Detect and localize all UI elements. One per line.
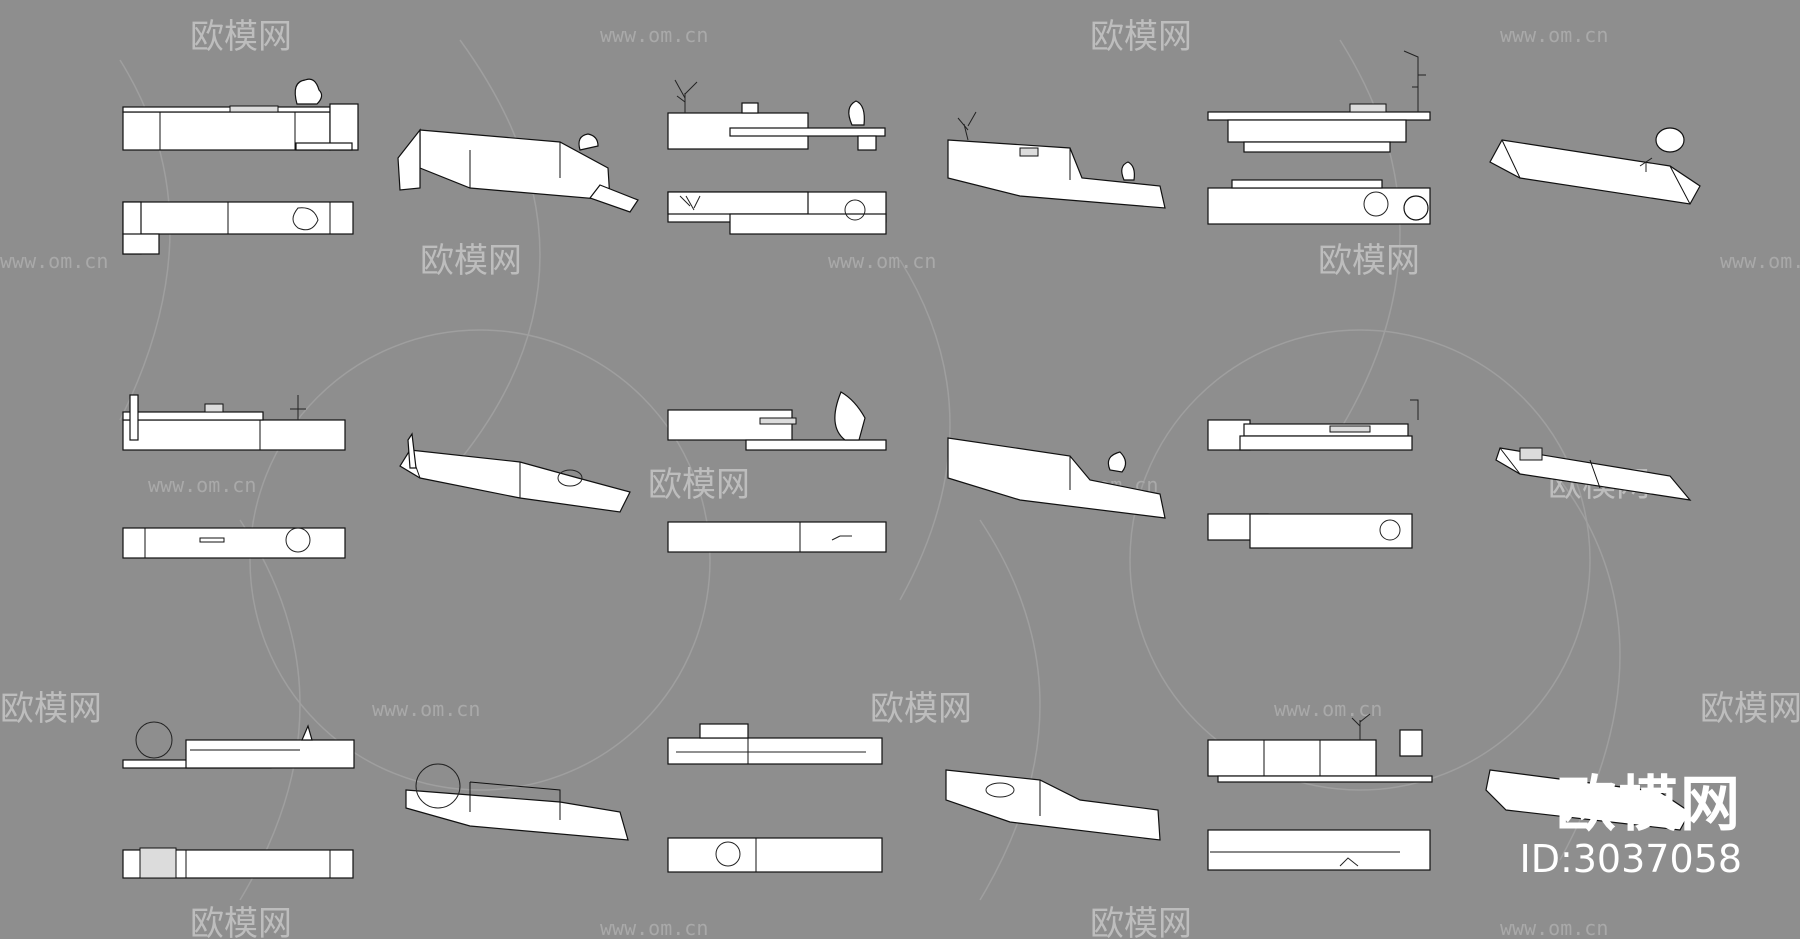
brand-logo: 欧模网	[1556, 770, 1742, 840]
watermark-url: www.om.cn	[600, 916, 708, 939]
watermark-arcs	[119, 39, 1621, 901]
desk-7-front-elevation	[122, 394, 346, 451]
desk-13-plan-view	[122, 847, 354, 879]
desk-15-front-elevation	[667, 723, 883, 765]
watermark-url: www.om.cn	[1720, 249, 1800, 273]
watermark-brand: 欧模网	[1090, 904, 1192, 939]
watermark-url: www.om.cn	[1500, 23, 1608, 47]
desk-10-perspective	[947, 437, 1166, 519]
desk-6-perspective	[1489, 127, 1701, 205]
watermark-brand: 欧模网	[870, 689, 972, 729]
watermark-url: www.om.cn	[1500, 916, 1608, 939]
desk-3-plan-view	[667, 191, 887, 235]
watermark-brand: 欧模网	[190, 17, 292, 57]
desk-11-plan-view	[1207, 513, 1413, 549]
desk-1-front-elevation	[122, 78, 359, 151]
desk-9-plan-view	[667, 521, 887, 553]
desk-4-perspective	[947, 111, 1166, 209]
watermark-brand: 欧模网	[648, 465, 750, 505]
watermark-url: www.om.cn	[828, 249, 936, 273]
desk-15-plan-view	[667, 837, 883, 873]
desk-12-perspective	[1495, 447, 1692, 501]
desk-13-front-elevation	[122, 721, 355, 769]
watermark-url: www.om.cn	[0, 249, 108, 273]
watermark-brand: 欧模网	[420, 241, 522, 281]
watermark-url: www.om.cn	[372, 697, 480, 721]
id-label: ID:3037058	[1519, 837, 1742, 881]
watermark-url: www.om.cn	[148, 473, 256, 497]
desk-17-front-elevation	[1207, 713, 1433, 783]
desk-7-plan-view	[122, 527, 346, 559]
watermark-url: www.om.cn	[600, 23, 708, 47]
watermark-brand: 欧模网	[190, 904, 292, 939]
desk-16-perspective	[945, 769, 1161, 841]
desk-14-perspective	[405, 763, 629, 841]
watermark-brand: 欧模网	[0, 689, 102, 729]
watermark-brand: 欧模网	[1700, 689, 1800, 729]
id-stamp: 欧模网 ID:3037058	[1519, 773, 1742, 881]
desk-8-perspective	[399, 432, 631, 513]
desk-9-front-elevation	[667, 391, 887, 451]
watermark-url: www.om.cn	[1274, 697, 1382, 721]
watermark-brand: 欧模网	[1318, 241, 1420, 281]
desk-3-front-elevation	[667, 79, 886, 151]
desk-11-front-elevation	[1207, 399, 1419, 451]
desk-18-perspective	[1485, 769, 1691, 831]
desk-5-plan-view	[1207, 179, 1431, 225]
desk-2-perspective	[397, 128, 639, 213]
desk-1-plan-view	[122, 201, 354, 255]
watermark-brand: 欧模网	[1090, 17, 1192, 57]
desk-17-plan-view	[1207, 829, 1431, 871]
desk-5-front-elevation	[1207, 50, 1431, 153]
